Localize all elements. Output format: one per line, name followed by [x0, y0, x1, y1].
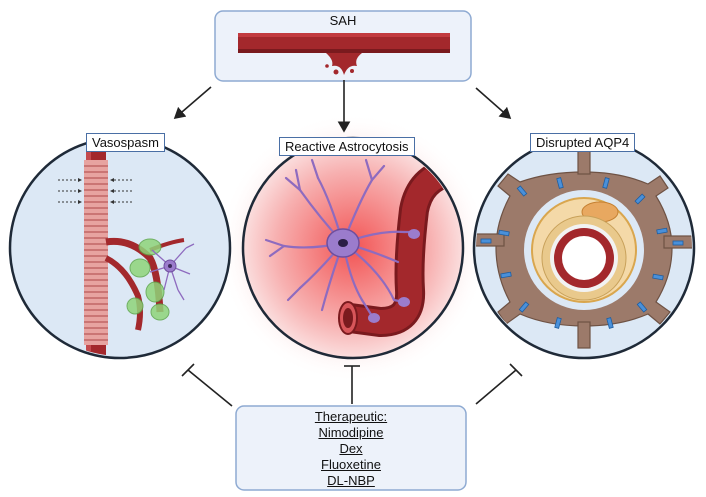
- therapeutic-item-dex: Dex: [339, 441, 363, 456]
- vasospasm-label: Vasospasm: [86, 133, 165, 152]
- arrow-to-aqp4: [475, 87, 512, 120]
- aqp4-panel: [472, 136, 696, 360]
- therapeutic-item-nimodipine: Nimodipine: [318, 425, 384, 440]
- inhibition-lines: [181, 363, 523, 407]
- sah-label: SAH: [329, 13, 357, 28]
- therapeutic-title: Therapeutic:: [314, 409, 388, 424]
- astrocytosis-label: Reactive Astrocytosis: [279, 137, 415, 156]
- arrow-to-vasospasm: [173, 86, 212, 120]
- vasospasm-panel: [8, 136, 232, 360]
- therapeutic-box: [235, 405, 467, 491]
- therapeutic-item-dl-nbp: DL-NBP: [327, 473, 375, 488]
- sah-vessel-icon: [238, 33, 450, 75]
- therapeutic-text: Therapeutic: Nimodipine Dex Fluoxetine D…: [236, 409, 466, 493]
- aqp4-label: Disrupted AQP4: [530, 133, 636, 152]
- therapeutic-item-fluoxetine: Fluoxetine: [321, 457, 381, 472]
- astrocytosis-panel: [241, 136, 465, 360]
